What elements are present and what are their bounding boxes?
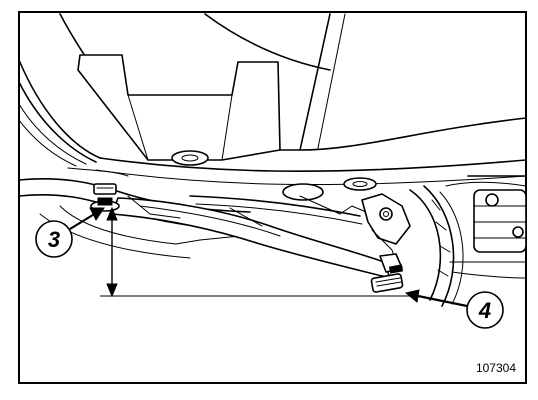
measurement-indicator bbox=[100, 206, 410, 298]
callout-3-label: 3 bbox=[48, 227, 60, 252]
figure-reference-number: 107304 bbox=[476, 361, 516, 375]
callout-4-circle bbox=[466, 291, 504, 329]
callout-3-circle bbox=[35, 220, 73, 258]
callout-3-leader bbox=[69, 212, 97, 230]
underbody-structure bbox=[18, 13, 527, 307]
callout-4-label: 4 bbox=[478, 298, 491, 323]
ball-joint-stud bbox=[370, 253, 404, 293]
dimension-arrowhead-top bbox=[106, 206, 118, 221]
callout-4: 4 bbox=[404, 289, 504, 329]
dimension-arrowhead-bottom bbox=[106, 283, 118, 298]
callout-3: 3 bbox=[35, 207, 105, 258]
callout-3-arrowhead bbox=[89, 207, 105, 221]
callout-4-leader bbox=[417, 294, 468, 308]
callout-4-arrowhead bbox=[404, 289, 420, 303]
